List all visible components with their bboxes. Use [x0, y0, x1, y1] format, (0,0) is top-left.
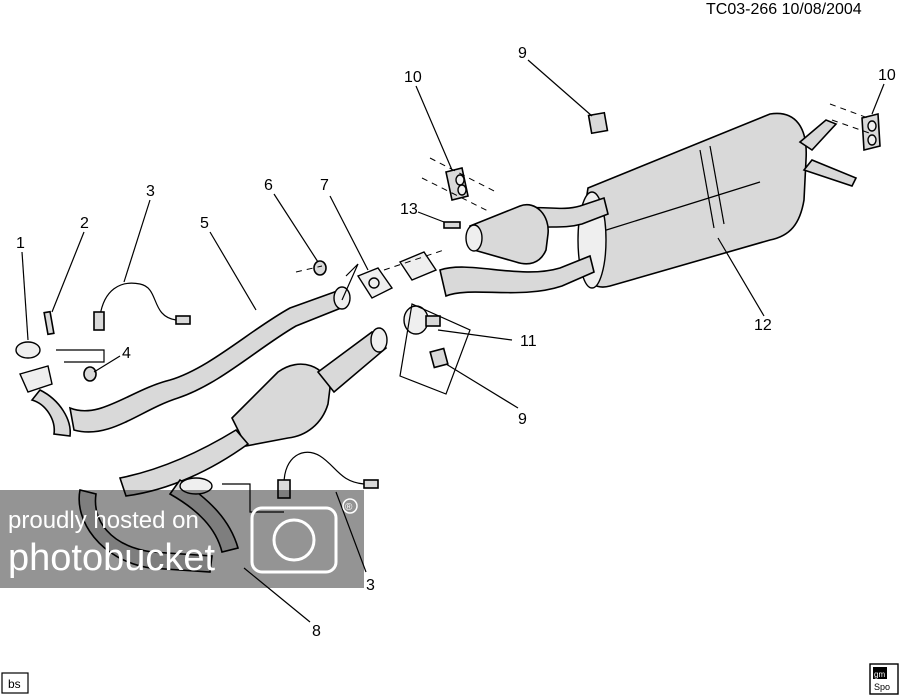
intermediate-pipe — [439, 196, 609, 298]
nut-4 — [83, 366, 97, 382]
plug-9-upper — [587, 111, 609, 135]
oxygen-sensor-upper — [99, 282, 177, 321]
callout-10-right: 10 — [878, 67, 896, 84]
oxygen-sensor-lower — [283, 451, 365, 485]
watermark-line1: proudly hosted on — [8, 507, 199, 534]
pipe-5 — [30, 286, 351, 437]
callout-1: 1 — [16, 235, 25, 252]
bolt-13 — [443, 221, 461, 229]
muffler — [577, 112, 858, 289]
gm-spo-badge: gm Spo — [869, 663, 899, 695]
svg-text:bs: bs — [8, 677, 21, 691]
footer-left-tag: bs — [1, 672, 29, 694]
catalytic-converter — [118, 327, 388, 497]
pipe-8 — [78, 477, 239, 573]
flange-front — [19, 365, 53, 393]
registered-mark-icon — [342, 498, 358, 514]
watermark-line2: photobucket — [8, 537, 215, 579]
callout-10-left: 10 — [404, 69, 422, 86]
alignment-lines — [56, 103, 873, 513]
callout-12: 12 — [754, 317, 772, 334]
callout-3-lower: 3 — [366, 577, 375, 594]
callout-4: 4 — [122, 345, 131, 362]
callout-9-lower: 9 — [518, 411, 527, 428]
callout-8: 8 — [312, 623, 321, 640]
svg-text:gm: gm — [874, 670, 885, 679]
callout-2: 2 — [80, 215, 89, 232]
callout-3-upper: 3 — [146, 183, 155, 200]
camera-icon — [250, 506, 338, 574]
flange-mid — [398, 251, 438, 281]
callout-labels: 1 2 3 4 5 6 7 13 9 10 10 12 11 9 3 8 — [16, 45, 896, 640]
callout-9-upper: 9 — [518, 45, 527, 62]
callout-5: 5 — [200, 215, 209, 232]
small-parts — [15, 111, 881, 499]
gasket-1 — [15, 341, 41, 359]
stud-2 — [43, 310, 55, 336]
svg-text:®: ® — [345, 502, 353, 513]
photobucket-watermark: proudly hosted on photobucket ® — [0, 490, 364, 588]
leader-lines — [21, 59, 885, 623]
callout-6: 6 — [264, 177, 273, 194]
callout-7: 7 — [320, 177, 329, 194]
svg-text:Spo: Spo — [874, 682, 890, 692]
callout-13: 13 — [400, 201, 418, 218]
plug-9-lower — [429, 347, 449, 369]
callout-11: 11 — [520, 333, 537, 350]
nut-6 — [313, 260, 327, 276]
diagram-reference: TC03-266 10/08/2004 — [706, 1, 862, 18]
